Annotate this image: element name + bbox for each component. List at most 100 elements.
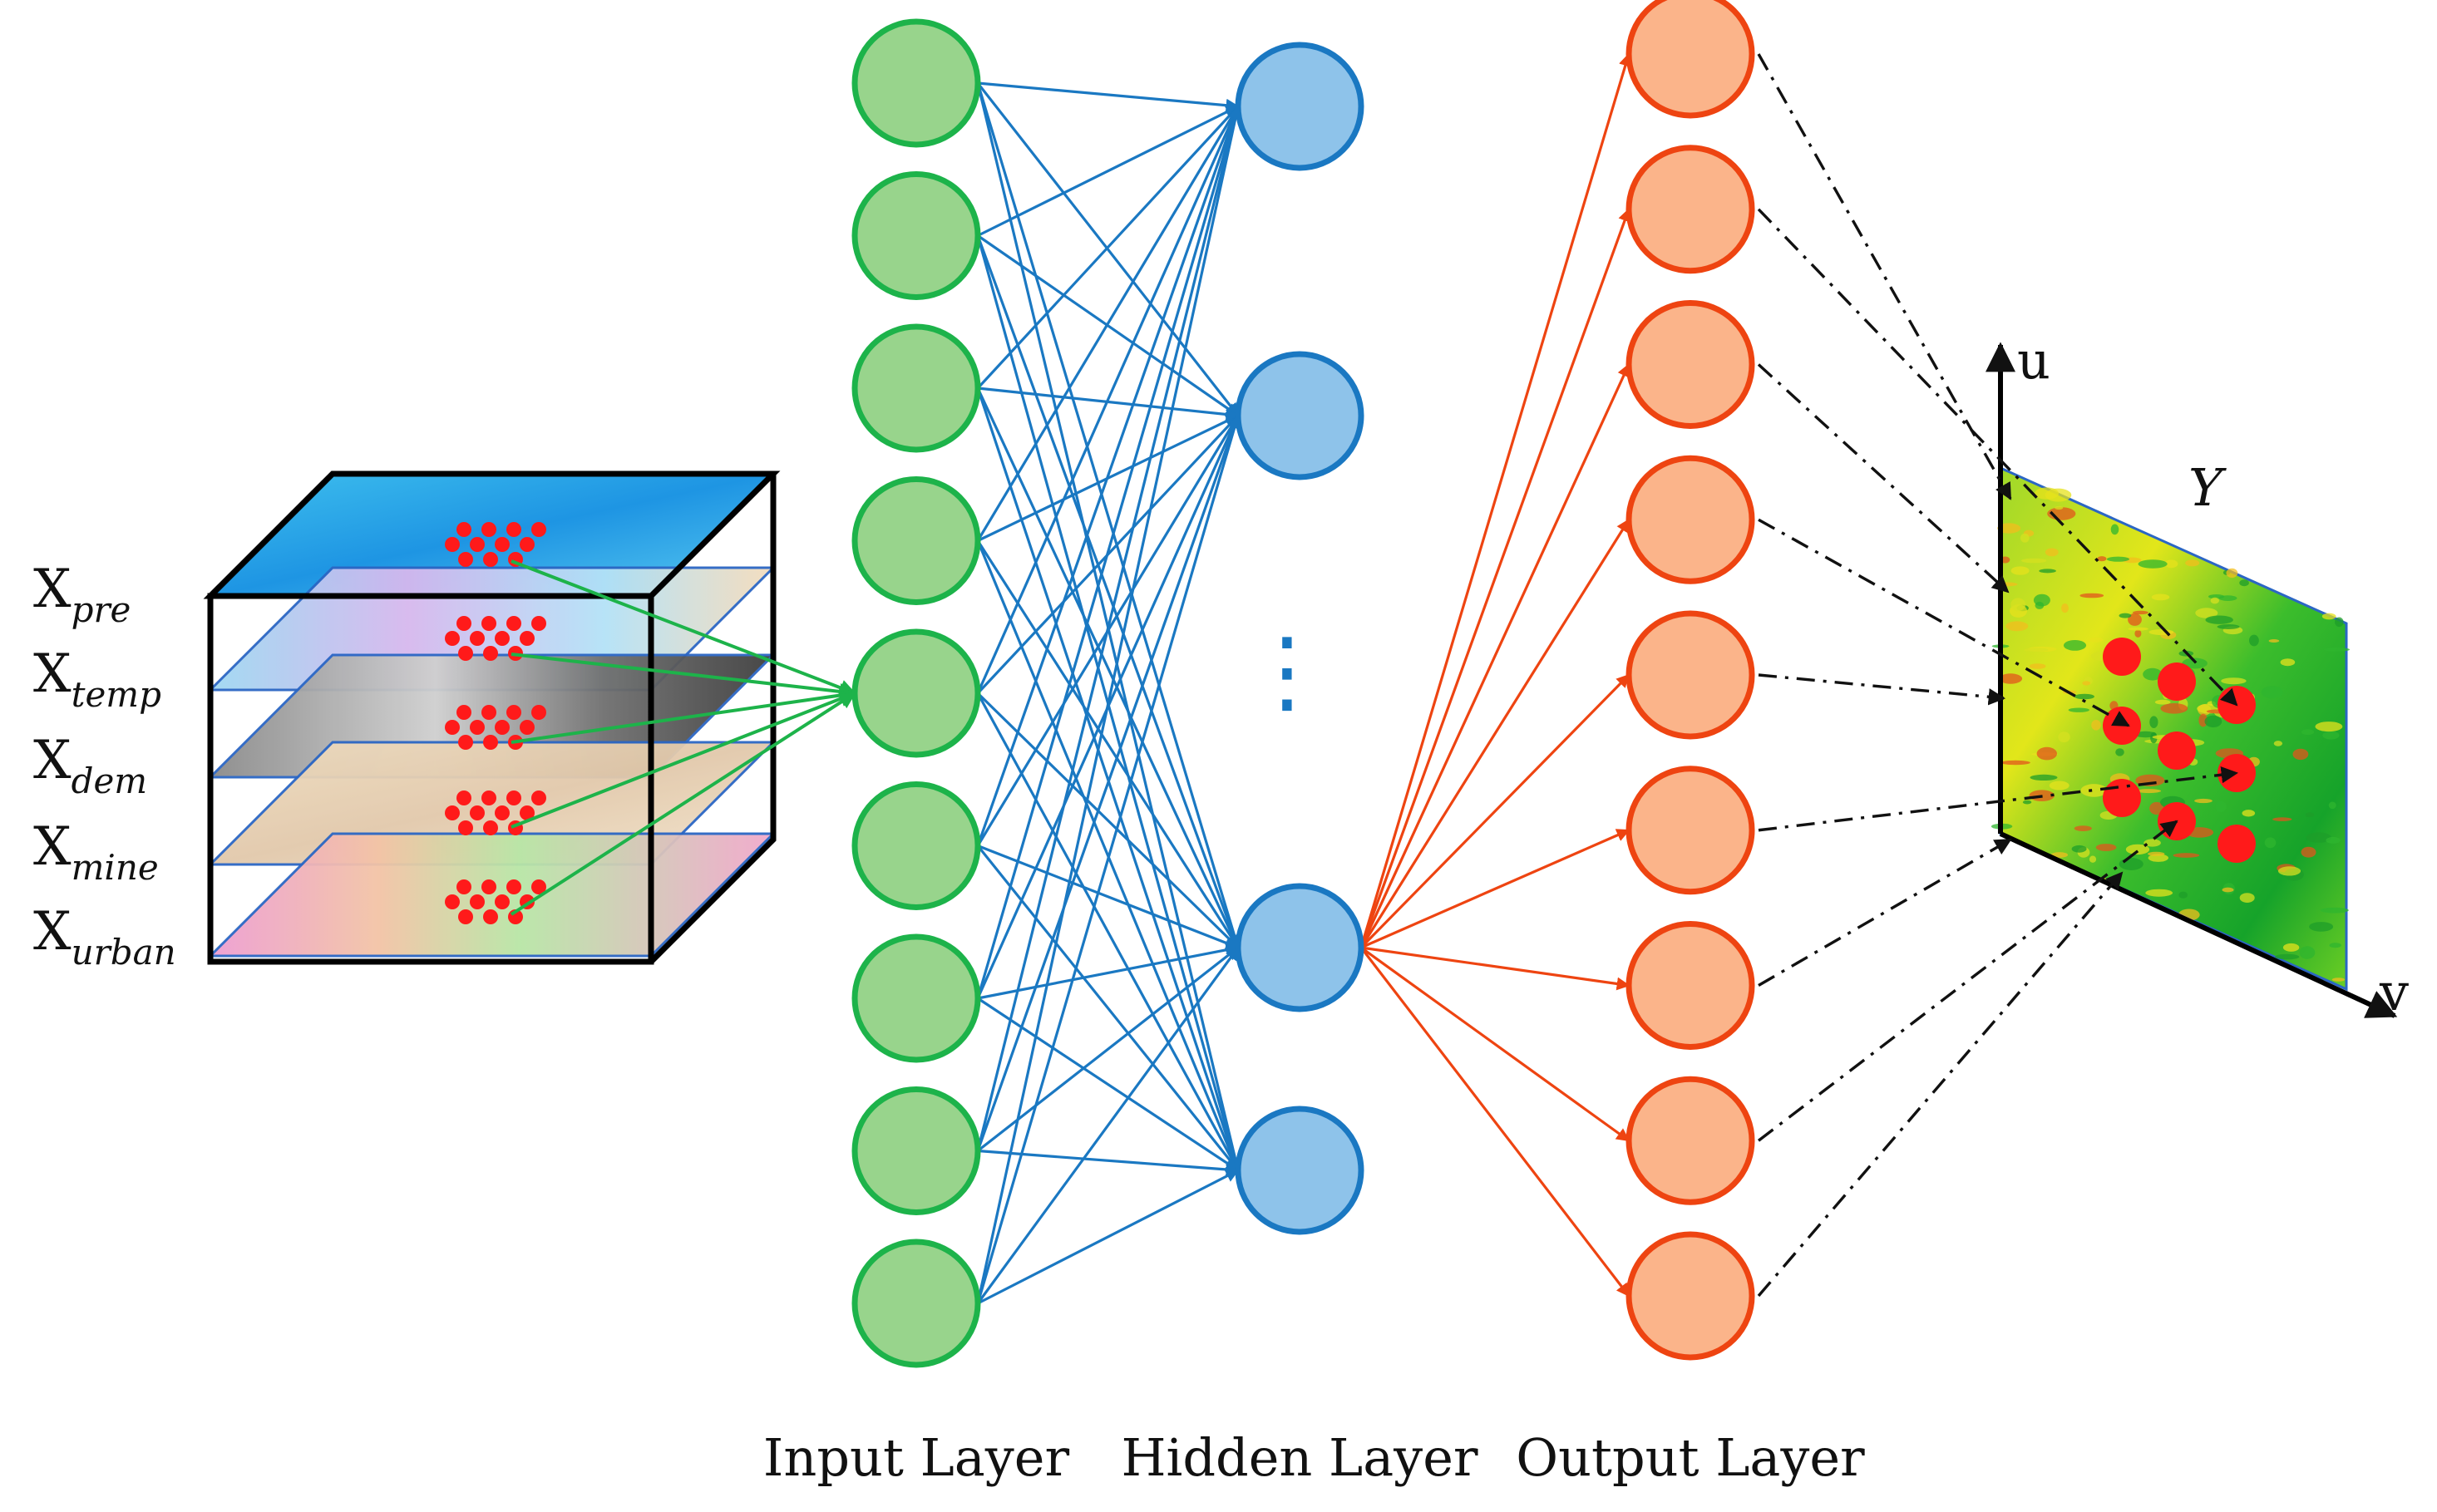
projection-line-1 (1757, 53, 2012, 500)
edge-input-0-hidden-0 (977, 81, 1240, 112)
map-speckle (2210, 597, 2219, 604)
map-speckle (2134, 629, 2142, 638)
map-speckle (2110, 524, 2119, 535)
map-speckle (2309, 922, 2334, 932)
map-speckle (2151, 593, 2170, 601)
sample-point (458, 552, 473, 567)
map-speckle (2033, 593, 2050, 607)
map-speckle (2021, 558, 2047, 564)
map-speckle (2125, 844, 2150, 855)
map-speckle (2301, 846, 2316, 858)
sample-points-layer-0 (445, 522, 546, 567)
map-speckle (2280, 658, 2296, 667)
sample-point (495, 537, 510, 552)
map-speckle (2128, 627, 2148, 631)
map-speckle (2022, 800, 2032, 805)
map-speckle (2268, 639, 2280, 643)
sample-points-layer-3 (445, 790, 546, 835)
map-speckle (2080, 784, 2108, 797)
sample-point (506, 879, 521, 894)
map-speckle (2204, 715, 2222, 728)
edge-hidden-output-6 (1360, 946, 1630, 991)
map-speckle (2194, 798, 2213, 804)
map-speckle (2115, 748, 2124, 756)
map-speckle (2323, 648, 2351, 652)
map-speckle (2249, 634, 2259, 647)
map-speckle (2136, 789, 2162, 794)
edge-stack-input-1 (511, 653, 856, 700)
map-speckle (2322, 731, 2340, 740)
output-node-8 (1625, 1076, 1755, 1205)
map-speckle (2119, 858, 2143, 870)
input-node-6 (851, 781, 981, 910)
edge-hidden-output-2 (1359, 363, 1630, 948)
sample-point (520, 720, 535, 735)
sample-points-layer-4 (445, 879, 546, 924)
edge-input-6-hidden-2 (977, 943, 1240, 1000)
sample-point (495, 720, 510, 735)
projection-line-9 (1757, 871, 2124, 1298)
map-speckle (2315, 722, 2343, 732)
output-node-4 (1625, 455, 1755, 584)
map-speckle (2164, 559, 2178, 569)
map-speckle (2272, 817, 2292, 821)
map-speckle (2277, 866, 2301, 876)
output-map-icon: u v Y (1986, 330, 2409, 1022)
edges-hidden-output (1359, 52, 1632, 1298)
sample-point (470, 805, 485, 820)
map-speckle (2326, 836, 2341, 844)
sample-point (470, 894, 485, 909)
output-node-6 (1625, 766, 1755, 895)
map-speckle (2005, 621, 2029, 632)
edge-hidden-output-5 (1360, 829, 1630, 949)
sample-point-groups (445, 522, 546, 924)
map-speckle (2178, 891, 2188, 899)
sample-point (483, 646, 498, 661)
map-speckle (2264, 837, 2277, 849)
map-speckle (2010, 566, 2030, 575)
edge-hidden-output-7 (1360, 946, 1630, 1142)
axis-v-line (1999, 831, 2398, 1018)
sample-point (495, 805, 510, 820)
edge-input-6-hidden-0 (976, 105, 1241, 999)
sample-points-layer-2 (445, 705, 546, 750)
edges-input-hidden (976, 81, 1242, 1305)
sample-point (531, 522, 546, 537)
map-speckle (2173, 853, 2200, 858)
sample-point (481, 616, 496, 631)
projection-line-8 (1757, 820, 2178, 1142)
map-speckle (2145, 889, 2173, 897)
map-speckle (2208, 594, 2225, 599)
edge-input-8-hidden-2 (976, 946, 1240, 1304)
output-layer-nodes (1625, 0, 1755, 1361)
map-speckle (2000, 760, 2030, 766)
output-map-label: Y (2188, 457, 2227, 518)
sample-point (531, 790, 546, 805)
sample-point (445, 720, 460, 735)
map-speckle (2061, 603, 2069, 613)
map-speckle (2301, 729, 2314, 736)
map-speckle (2063, 640, 2087, 651)
sample-point (531, 879, 546, 894)
axis-u-label: u (2017, 330, 2050, 391)
map-speckle (2128, 613, 2142, 626)
edge-input-0-hidden-1 (976, 82, 1240, 417)
map-speckle (2154, 699, 2171, 705)
map-speckle (2010, 598, 2026, 612)
map-speckle (2138, 559, 2168, 569)
hidden-layer-label: Hidden Layer (1121, 1427, 1477, 1488)
map-speckle (2095, 844, 2117, 851)
map-speckle (2335, 617, 2344, 628)
output-layer-label: Output Layer (1516, 1427, 1865, 1488)
sample-point (445, 805, 460, 820)
sample-point (483, 820, 498, 835)
map-speckle (2055, 505, 2064, 510)
projection-line-7 (1758, 838, 2012, 987)
output-node-9 (1625, 1231, 1755, 1361)
map-speckle (2119, 613, 2132, 618)
map-speckle (2205, 615, 2233, 624)
sample-point (458, 735, 473, 750)
sample-point (506, 790, 521, 805)
input-node-5 (851, 628, 981, 758)
map-speckle (2089, 855, 2097, 863)
